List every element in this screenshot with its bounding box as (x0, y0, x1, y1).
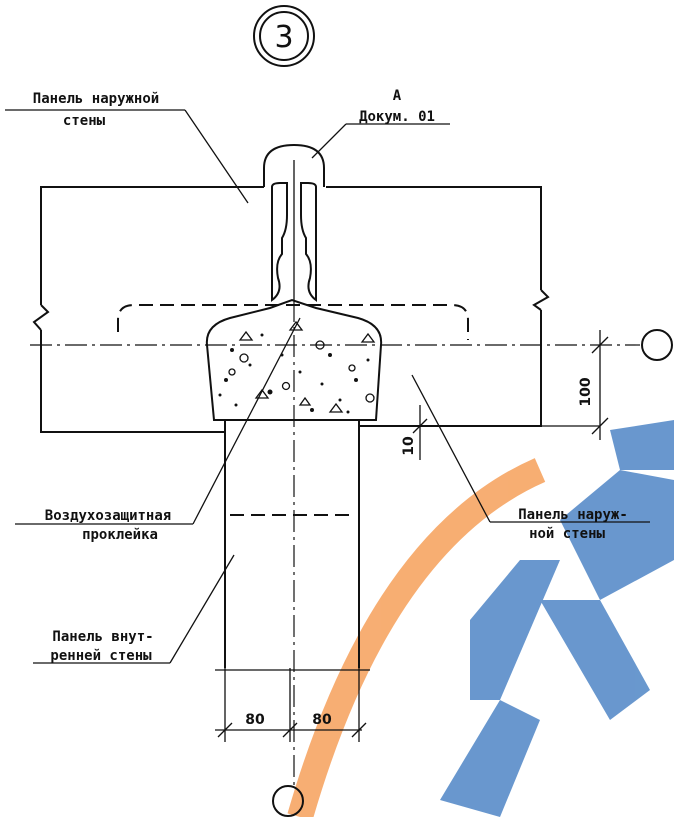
label-doc-ref: Докум. 01 (359, 109, 435, 125)
detail-number: 3 (274, 20, 293, 55)
mortar-fill (205, 298, 383, 421)
label-air-seal-2: проклейка (82, 527, 158, 543)
label-air-seal-1: Воздухозащитная (45, 508, 171, 524)
watermark-shape-4 (610, 420, 674, 470)
joint-key-profile (263, 143, 325, 302)
inner-wall-panel (224, 419, 360, 668)
dimension-80-left-label: 80 (245, 712, 265, 728)
label-outer-panel-right-2: ной стены (529, 526, 605, 542)
label-inner-panel-2: ренней стены (50, 648, 152, 664)
dimension-80-right-label: 80 (312, 712, 332, 728)
label-doc-marker: А (393, 88, 402, 104)
axis-marker-bottom (272, 785, 304, 817)
dimension-100: 100 (578, 330, 609, 440)
dimension-80-80: 80 80 (215, 668, 370, 742)
label-inner-panel-1: Панель внут- (52, 629, 153, 645)
watermark-shape-2 (560, 470, 674, 600)
watermark-shape-3 (540, 600, 650, 720)
dimension-10: 10 (401, 405, 428, 460)
axis-marker-right (641, 329, 673, 361)
recess-dashed-outline (117, 304, 469, 340)
dimension-100-label: 100 (578, 377, 594, 406)
label-outer-panel-right-1: Панель наруж- (518, 507, 628, 523)
callout-doc-reference: А Докум. 01 (311, 88, 450, 159)
watermark-logo (287, 420, 674, 817)
callout-outer-panel-right: Панель наруж- ной стены (411, 374, 650, 542)
dimension-10-label: 10 (401, 436, 417, 456)
watermark-arc (287, 458, 546, 817)
detail-number-mark: 3 (253, 5, 315, 67)
callout-air-seal: Воздухозащитная проклейка (15, 317, 301, 543)
label-outer-panel-top-1: Панель наружной (33, 91, 159, 107)
watermark-shape-1 (470, 560, 560, 700)
watermark-shape-5 (440, 700, 540, 817)
label-outer-panel-top-2: стены (63, 113, 106, 129)
callout-inner-panel: Панель внут- ренней стены (33, 554, 235, 664)
callout-outer-panel-top: Панель наружной стены (5, 91, 249, 204)
